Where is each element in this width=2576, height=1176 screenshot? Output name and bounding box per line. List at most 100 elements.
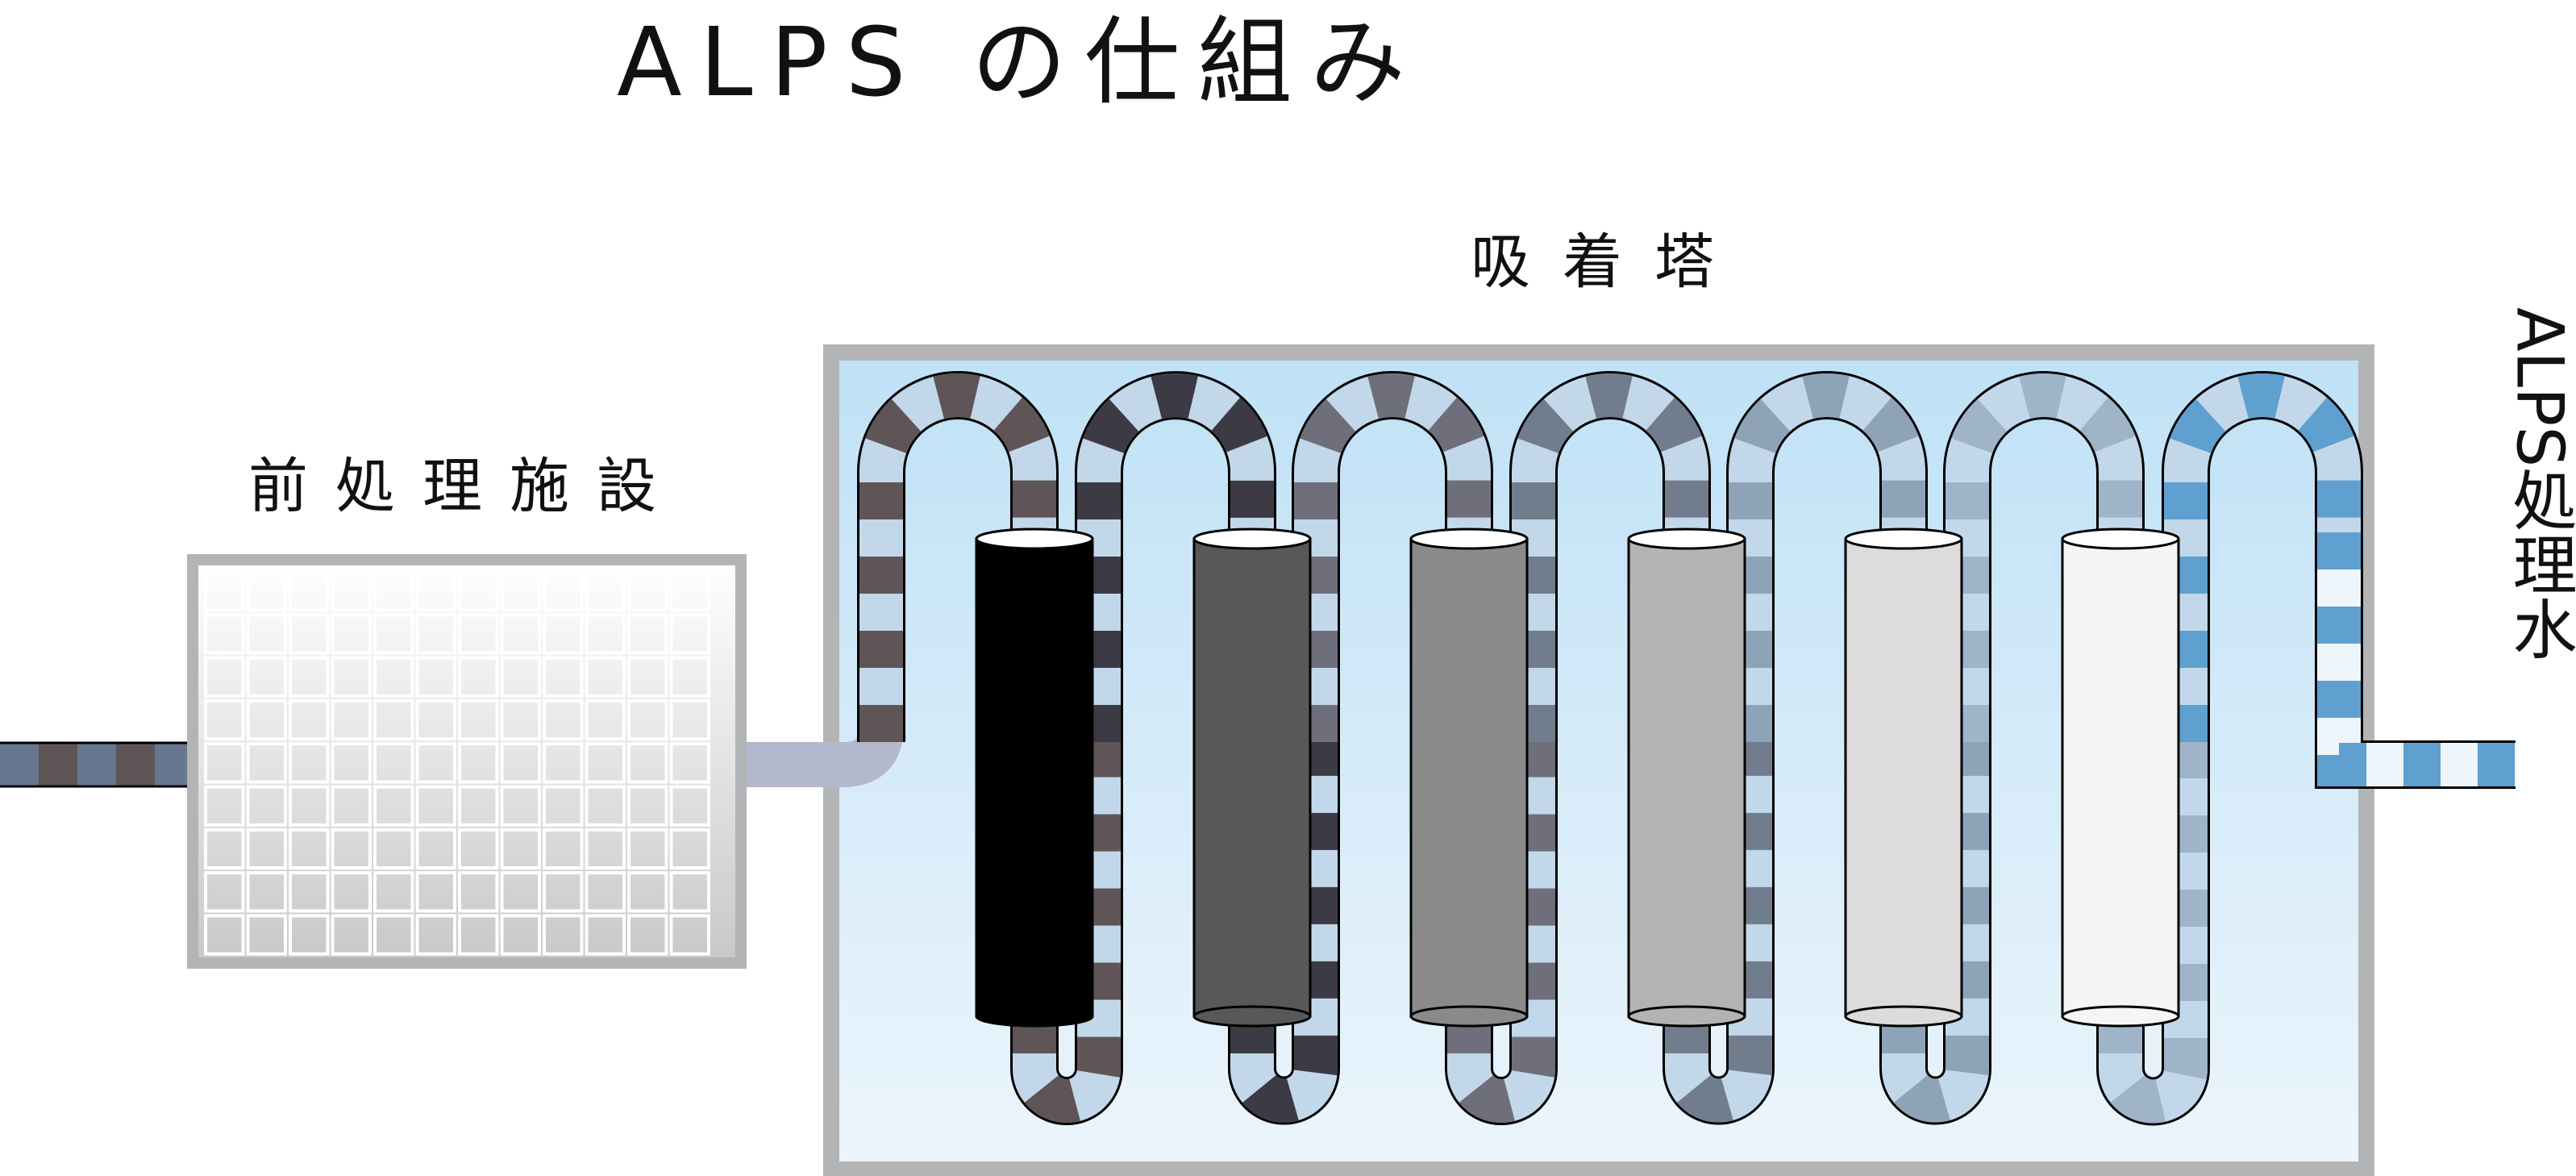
pretreatment-cell [373, 656, 414, 698]
pretreatment-cell [458, 828, 499, 870]
pretreatment-cell [415, 699, 456, 741]
pretreatment-cell [415, 656, 456, 698]
pretreatment-cell [543, 785, 584, 827]
pretreatment-cell [585, 613, 626, 655]
pretreatment-cell [627, 570, 668, 612]
pretreatment-cell [500, 828, 541, 870]
pretreatment-cell [373, 699, 414, 741]
pretreatment-cell [246, 828, 287, 870]
pretreatment-cell [500, 871, 541, 913]
outlet-pipe [2315, 532, 2516, 789]
pretreatment-cell [373, 742, 414, 784]
pretreatment-cell [373, 828, 414, 870]
pretreatment-cell [669, 785, 710, 827]
pretreatment-cell [289, 570, 330, 612]
pretreatment-cell [669, 871, 710, 913]
pretreatment-cell [543, 570, 584, 612]
pretreatment-cell [669, 613, 710, 655]
pretreatment-cell [246, 613, 287, 655]
pretreatment-cell [543, 613, 584, 655]
pretreatment-cell [585, 656, 626, 698]
adsorption-tower [1627, 528, 1746, 1028]
adsorption-tower [1192, 528, 1312, 1028]
pretreatment-cell [246, 871, 287, 913]
pretreatment-cell [331, 871, 372, 913]
pretreatment-cell [415, 742, 456, 784]
adsorption-tower-label: 吸着塔 [1471, 227, 1746, 297]
adsorption-towers [975, 528, 2180, 1028]
pretreatment-cell [331, 656, 372, 698]
pretreatment-cell [669, 656, 710, 698]
stage-pipe [1943, 371, 2210, 1126]
pretreatment-cell [204, 828, 245, 870]
pretreatment-cell [585, 742, 626, 784]
pretreatment-cell [458, 656, 499, 698]
pretreatment-cell [500, 656, 541, 698]
pretreatment-cell [543, 699, 584, 741]
pretreatment-cell [627, 828, 668, 870]
pretreatment-cell [458, 742, 499, 784]
pretreatment-cell [246, 699, 287, 741]
stage-pipe [1509, 371, 1775, 1125]
pretreatment-cell [627, 613, 668, 655]
pretreatment-cell [585, 570, 626, 612]
pretreatment-cell [500, 785, 541, 827]
pretreatment-cell [585, 914, 626, 956]
pretreatment-cell [500, 613, 541, 655]
pretreatment-cell [289, 914, 330, 956]
pretreatment-cell [669, 742, 710, 784]
pretreatment-cell [246, 785, 287, 827]
pretreatment-cell [204, 785, 245, 827]
pretreatment-cell [331, 828, 372, 870]
pretreatment-cell [500, 914, 541, 956]
pretreatment-cell [627, 656, 668, 698]
pretreatment-cell [204, 871, 245, 913]
pretreatment-cell [204, 570, 245, 612]
pretreatment-cell [246, 656, 287, 698]
pretreatment-cell [415, 871, 456, 913]
pretreatment-cell [289, 656, 330, 698]
inlet-pipe [0, 741, 194, 788]
pretreatment-cell [289, 785, 330, 827]
pretreatment-cell [204, 699, 245, 741]
pretreatment-cell [415, 828, 456, 870]
pretreatment-cell [415, 613, 456, 655]
pretreatment-cell [458, 785, 499, 827]
stage-pipe [1292, 371, 1558, 1125]
pretreatment-cell [246, 570, 287, 612]
pretreatment-cell [246, 914, 287, 956]
pretreatment-cell [627, 742, 668, 784]
pretreatment-cell [331, 914, 372, 956]
pretreatment-cell [289, 699, 330, 741]
pretreatment-cell [373, 613, 414, 655]
pretreatment-cell [500, 742, 541, 784]
pretreatment-cell [204, 914, 245, 956]
pretreatment-cell [373, 570, 414, 612]
pretreatment-facility [187, 554, 747, 969]
pretreatment-cell [415, 914, 456, 956]
pretreatment-cell [669, 914, 710, 956]
pretreatment-cell [585, 871, 626, 913]
pretreatment-cell [543, 828, 584, 870]
pretreatment-cell [331, 613, 372, 655]
pretreatment-cell [627, 914, 668, 956]
pretreatment-cell [585, 785, 626, 827]
adsorption-tower [1844, 528, 1963, 1028]
pretreatment-cell [585, 699, 626, 741]
pretreatment-cell [289, 613, 330, 655]
pretreatment-cell [415, 570, 456, 612]
pretreatment-cell [458, 871, 499, 913]
pretreatment-cell [543, 871, 584, 913]
pretreatment-cell [289, 742, 330, 784]
pretreatment-cell [543, 742, 584, 784]
pretreatment-cell [204, 742, 245, 784]
pretreatment-cell [458, 613, 499, 655]
pretreatment-cell [373, 785, 414, 827]
alps-treated-water-label: ALPS処理水 [2503, 307, 2576, 661]
pretreatment-cell [415, 785, 456, 827]
adsorption-tower [975, 528, 1094, 1028]
pipe-network [0, 371, 2516, 1126]
pretreatment-cell [204, 613, 245, 655]
pretreatment-cell [289, 871, 330, 913]
stage-pipe [857, 371, 1123, 1125]
